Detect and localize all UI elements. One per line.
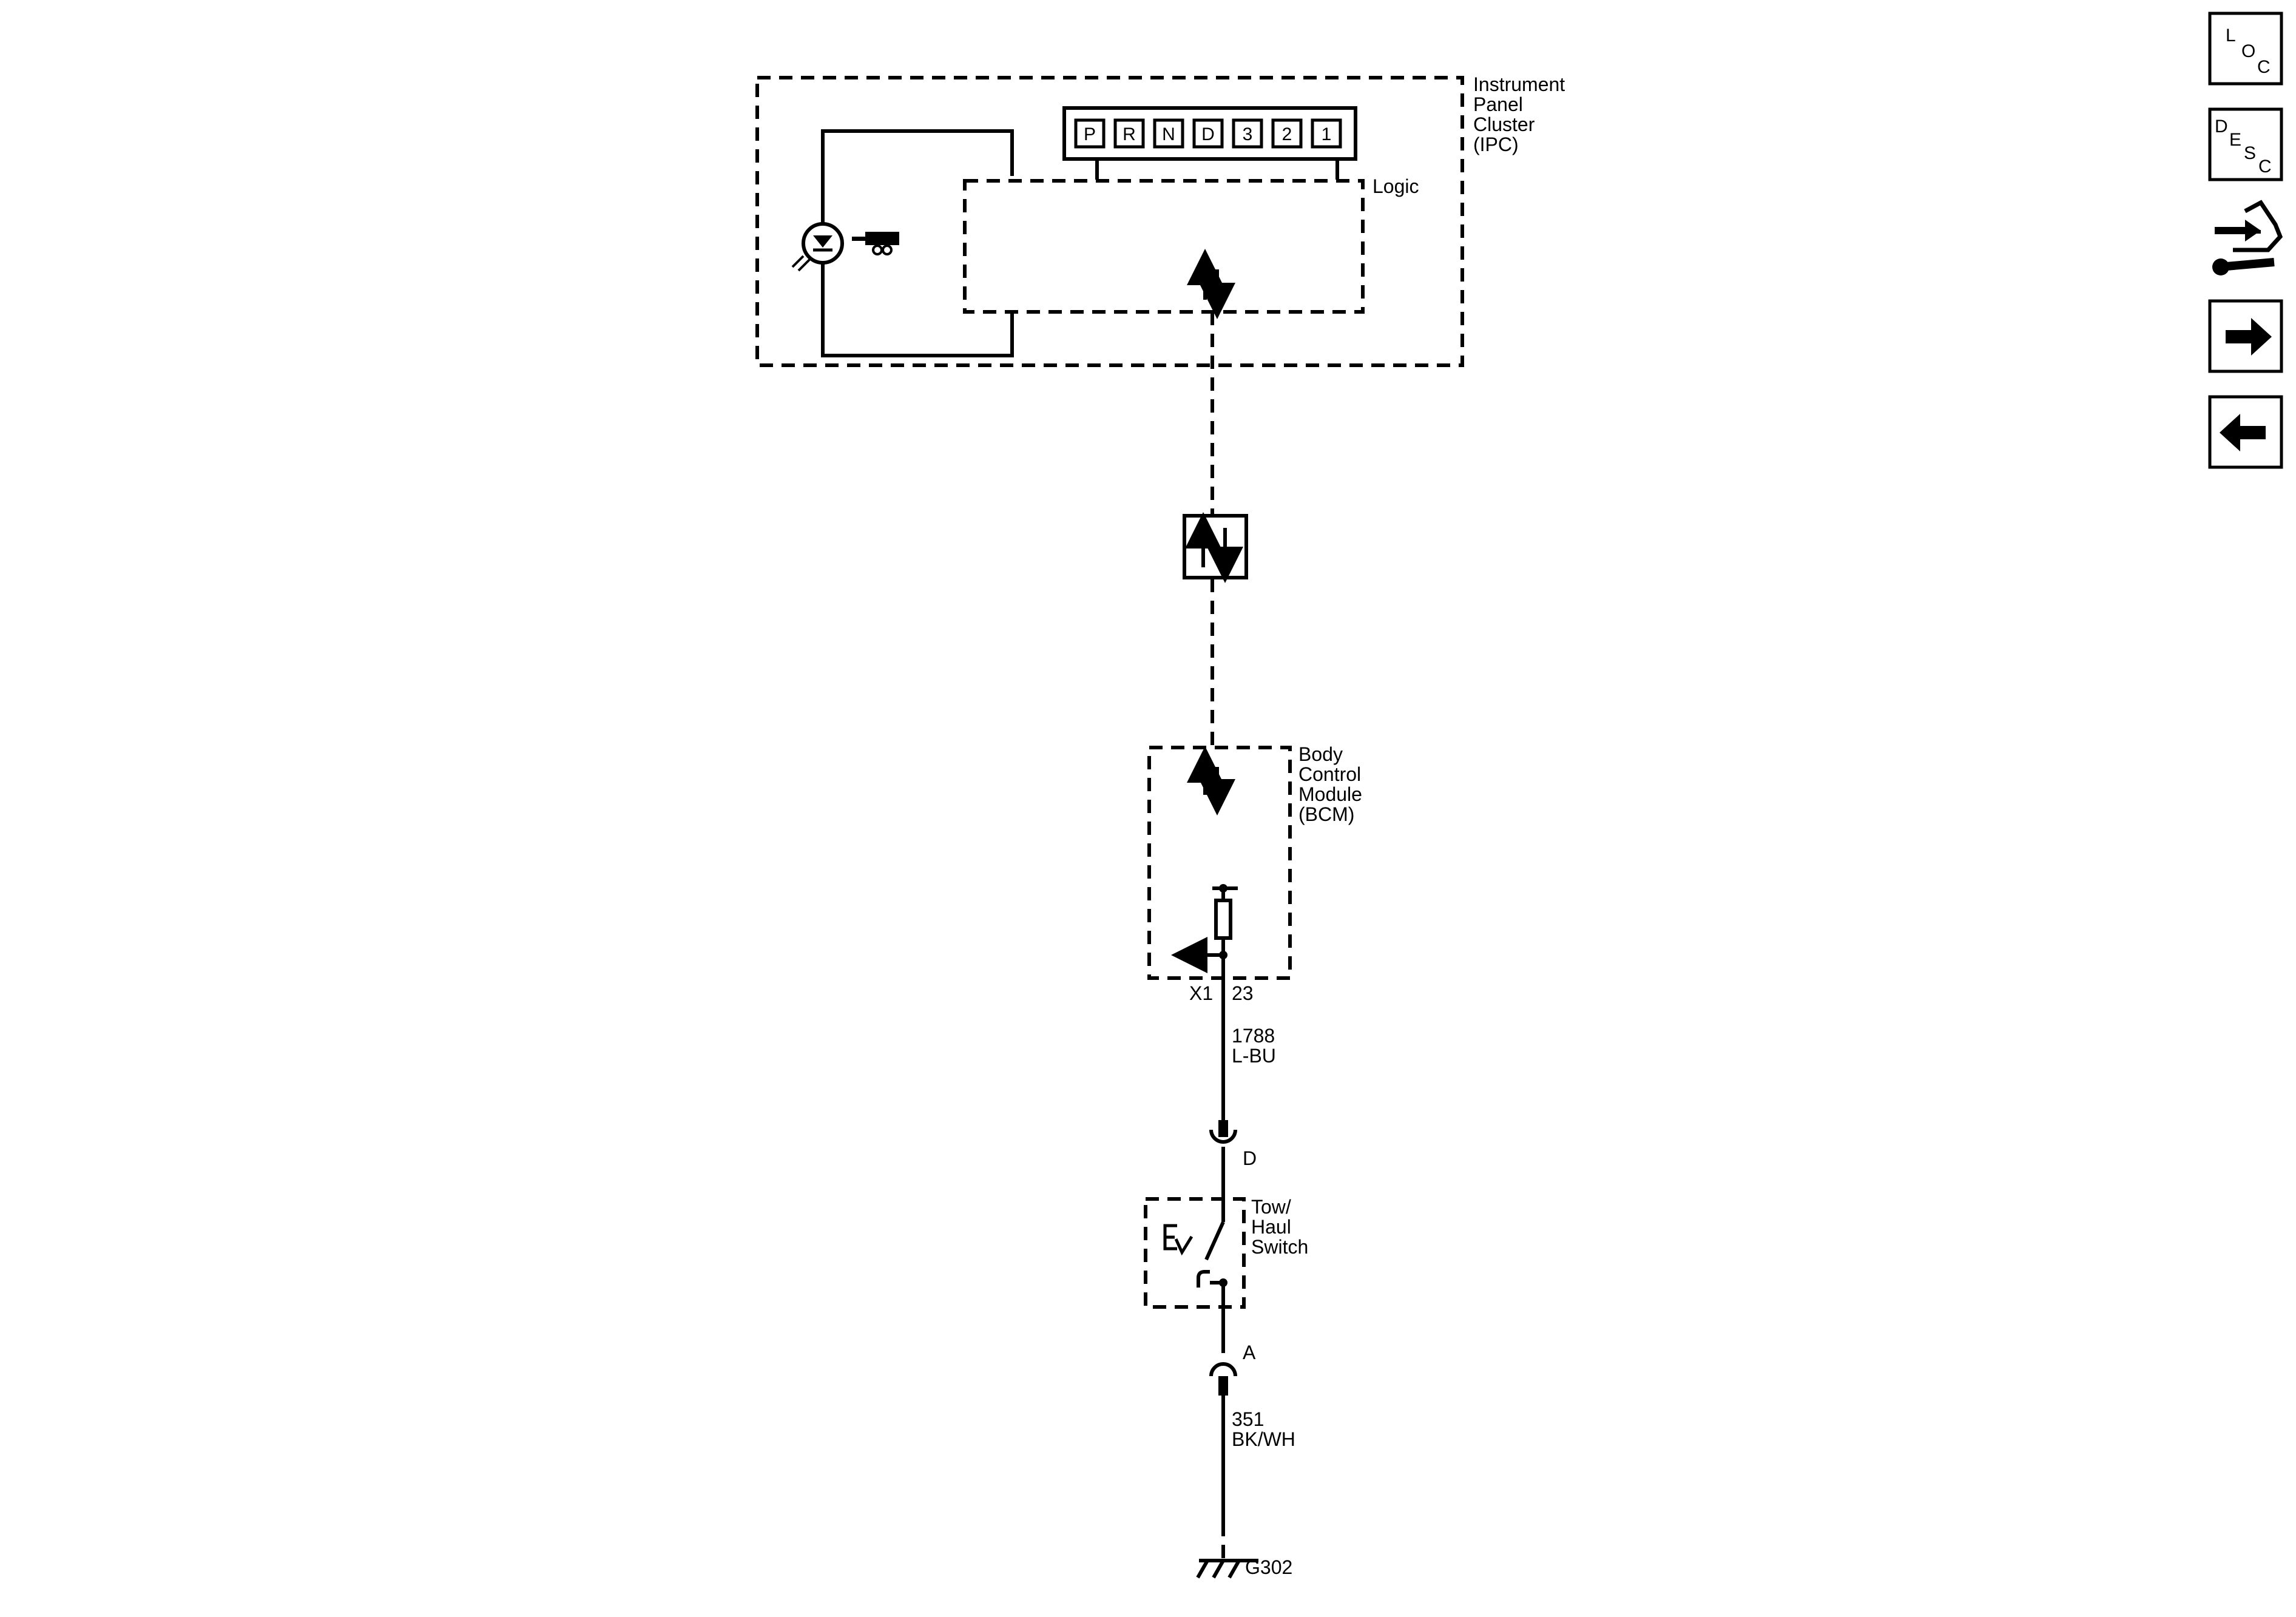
lamp-circuit [821,129,1014,357]
connector-d-icon [1209,1120,1237,1144]
connector-repair-button[interactable] [2209,194,2283,278]
gear-box [1311,118,1342,149]
gear-label: P [1084,124,1096,144]
ipc-boundary [755,76,1464,367]
bcm-boundary [1147,746,1292,980]
bcm-label: Body Control Module (BCM) [1298,743,1368,825]
circuit-351-label: 351 BK/WH [1232,1408,1295,1450]
loc-letter: O [2241,41,2255,61]
gear-label: N [1162,124,1175,144]
connector-a-icon [1209,1362,1237,1396]
circuit-1788-label: 1788 L-BU [1232,1025,1280,1067]
display-leads [1095,159,1339,180]
arrow-right-icon [2226,318,2272,356]
serial-data-icon [1183,512,1248,583]
bcm-connector-label: X1 [1189,982,1213,1004]
electronic-device-icon [1163,1224,1194,1256]
trailer-icon [852,232,899,255]
terminal-d-label: D [1243,1147,1257,1169]
gear-label: 1 [1322,124,1332,144]
bcm-pin-label: 23 [1232,982,1254,1004]
switch-boundary [1144,1197,1246,1309]
gear-label: R [1123,124,1136,144]
gear-box [1192,118,1224,149]
desc-letter: E [2229,130,2241,150]
body-control-module: Body Control Module (BCM) X1 23 [1147,743,1368,1004]
loc-letter: L [2226,25,2236,46]
desc-button[interactable]: D E S C [2208,107,2283,181]
gear-label: 2 [1282,124,1292,144]
pull-up-resistor-icon [1171,884,1238,995]
connector-wrench-icon [2212,200,2283,275]
gear-label: D [1201,124,1215,144]
gear-box [1271,118,1303,149]
terminal-a-label: A [1243,1342,1256,1363]
ground-label: G302 [1245,1556,1292,1578]
gear-box [1113,118,1145,149]
logic-label: Logic [1373,175,1419,197]
ground-icon [1196,1559,1258,1579]
ipc-label: Instrument Panel Cluster (IPC) [1473,73,1570,155]
arrow-left-icon [2220,414,2266,451]
gear-box [1232,118,1263,149]
logic-block [963,179,1365,314]
tow-haul-indicator-icon [791,222,899,272]
desc-letter: C [2258,157,2272,177]
switch-label: Tow/ Haul Switch [1251,1196,1308,1258]
tow-haul-switch: Tow/ Haul Switch [1144,1196,1308,1353]
previous-button[interactable] [2208,395,2283,469]
loc-button[interactable]: L O C [2208,12,2283,86]
gear-box [1153,118,1184,149]
gear-label: 3 [1243,124,1253,144]
gear-indicator: P R N D 3 2 1 [1074,118,1342,149]
gear-box [1074,118,1106,149]
momentary-switch-icon [1197,1221,1227,1353]
loc-letter: C [2257,57,2271,77]
desc-letter: S [2244,143,2256,163]
data-arrows-icon [1187,249,1235,319]
bcm-data-arrows-icon [1187,746,1235,815]
instrument-panel-cluster: P R N D 3 2 1 Instrument Panel Cluster (IPC) L… [755,73,1570,367]
next-button[interactable] [2208,299,2283,373]
desc-letter: D [2215,116,2228,137]
